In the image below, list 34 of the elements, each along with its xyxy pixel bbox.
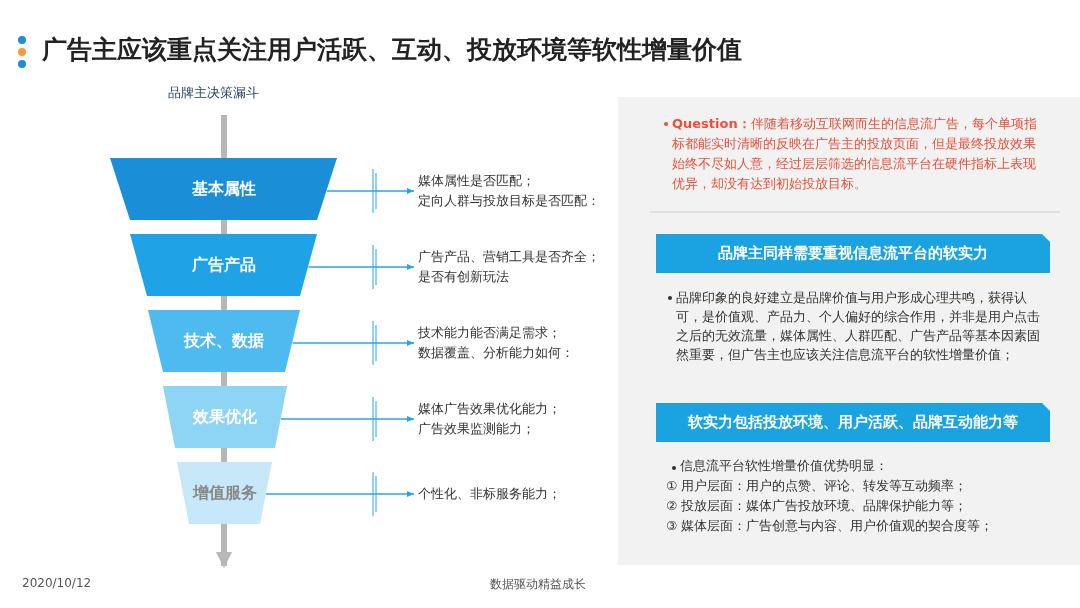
section-banner <box>656 403 1050 442</box>
list-item: ③ 媒体层面：广告创意与内容、用户价值观的契合度等； <box>666 518 994 535</box>
description-text: 个性化、非标服务能力； <box>418 484 658 504</box>
funnel-stage <box>163 386 287 448</box>
stage-label: 技术、数据 <box>184 330 264 352</box>
description-text: 技术能力能否满足需求； 数据覆盖、分析能力如何： <box>418 323 658 363</box>
description-text: 媒体广告效果优化能力； 广告效果监测能力； <box>418 399 658 439</box>
funnel-stage <box>130 234 317 296</box>
body-paragraph: 品牌印象的良好建立是品牌价值与用户形成心理共鸣，获得认可，是价值观、产品力、个人偏好的综合作用，并非是用户点击之后的无效流量，媒体属性、人群匹配、广告产品等基本因素固然重要，但广告主也应该关注信息流平台的软性增量价值； <box>676 289 1041 364</box>
arrow <box>280 416 415 422</box>
arrow <box>307 264 415 270</box>
stage-label: 效果优化 <box>193 406 257 428</box>
bullet-text: 信息流平台软性增量价值优势明显： <box>680 458 888 475</box>
stage-label: 增值服务 <box>192 482 257 504</box>
funnel-heading: 品牌主决策漏斗 <box>168 84 259 102</box>
section-banner <box>656 234 1050 273</box>
funnel-stage <box>177 462 272 524</box>
description-text: 广告产品、营销工具是否齐全； 是否有创新玩法 <box>418 247 658 287</box>
date-text: 2020/10/12 <box>22 576 92 590</box>
list-item: ① 用户层面：用户的点赞、评论、转发等互动频率； <box>666 478 968 495</box>
description-text: 媒体属性是否匹配； 定向人群与投放目标是否匹配： <box>418 171 658 211</box>
footer-slogan: 数据驱动精益成长 <box>490 576 586 593</box>
title: 广告主应该重点关注用户活跃、互动、投放环境等软性增量价值 <box>42 34 742 66</box>
banner-heading: 品牌主同样需要重视信息流平台的软实力 <box>718 244 988 263</box>
arrow <box>326 188 415 194</box>
list-item: ② 投放层面：媒体广告投放环境、品牌保护能力等； <box>666 498 968 515</box>
stage-label: 基本属性 <box>191 178 256 200</box>
banner-heading: 软实力包括投放环境、用户活跃、品牌互动能力等 <box>688 413 1018 432</box>
stage-label: 广告产品 <box>191 254 256 276</box>
funnel-stage <box>148 310 300 372</box>
arrow <box>265 491 415 497</box>
funnel-stage <box>110 158 337 220</box>
arrow <box>291 340 415 346</box>
question-paragraph: Question：伴随着移动互联网而生的信息流广告，每个单项指标都能实时清晰的反映在广告主的投放页面，但是最终投放效果始终不尽如人意，经过层层筛选的信息流平台在硬件指标上表现优异，却没有达到初始投放目标。 <box>672 115 1038 193</box>
